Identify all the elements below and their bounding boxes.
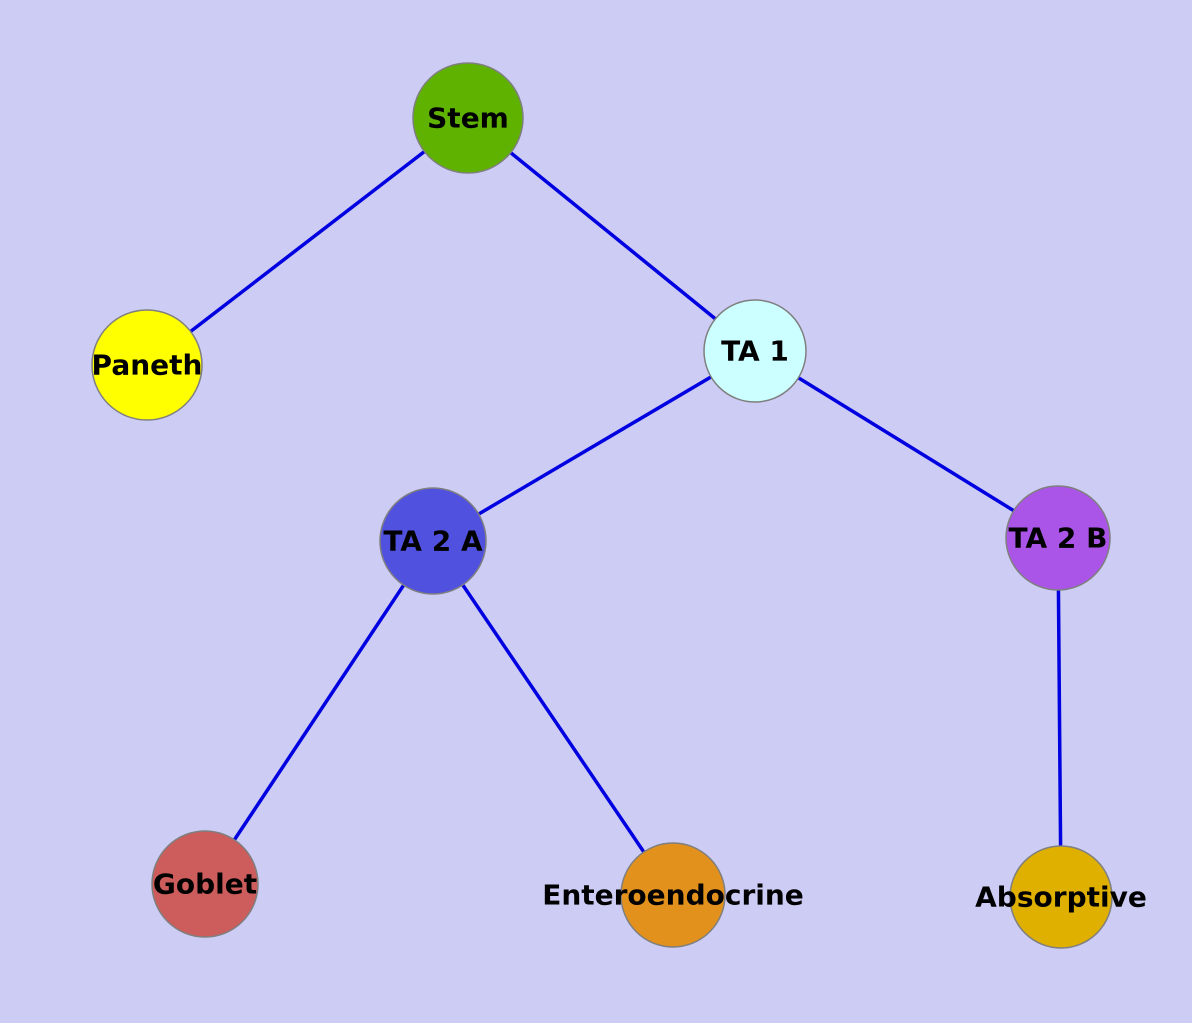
node-stem: Stem [412, 62, 524, 174]
edge-ta2b-absorptive [1056, 537, 1063, 898]
edge-stem-paneth [145, 116, 470, 367]
node-circle-ta2b [1005, 485, 1111, 591]
node-paneth: Paneth [91, 309, 203, 421]
node-absorptive: Absorptive [975, 845, 1147, 949]
node-circle-paneth [91, 309, 203, 421]
edge-ta2a-enteroendocrine [431, 540, 675, 896]
edge-stem-ta1 [466, 116, 757, 353]
node-ta1: TA 1 [703, 299, 807, 403]
node-circle-ta1 [703, 299, 807, 403]
edge-ta2a-goblet [203, 540, 435, 885]
node-circle-enteroendocrine [620, 842, 726, 948]
node-circle-ta2a [379, 487, 487, 595]
edge-ta1-ta2a [432, 349, 756, 543]
node-circle-stem [412, 62, 524, 174]
edge-ta1-ta2b [754, 349, 1059, 540]
node-ta2b: TA 2 B [1005, 485, 1111, 591]
node-circle-goblet [151, 830, 259, 938]
node-circle-absorptive [1009, 845, 1113, 949]
node-goblet: Goblet [151, 830, 259, 938]
node-ta2a: TA 2 A [379, 487, 487, 595]
node-enteroendocrine: Enteroendocrine [542, 842, 804, 948]
